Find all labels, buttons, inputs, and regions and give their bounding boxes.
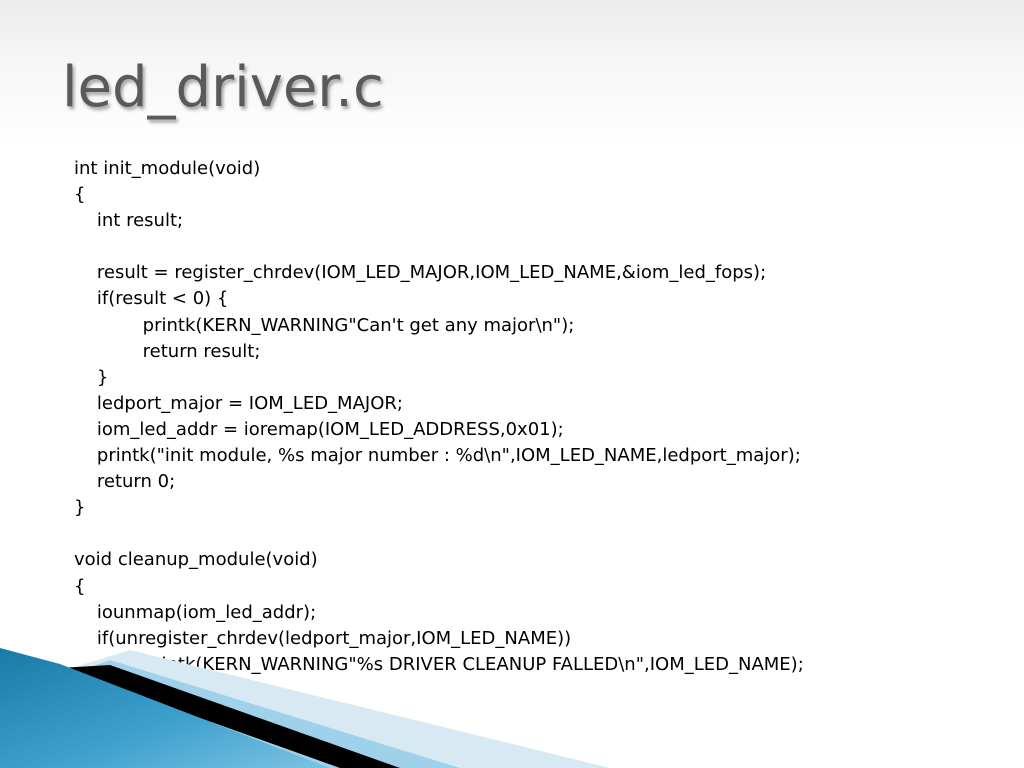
code-line: void cleanup_module(void) xyxy=(74,549,318,571)
code-line: int result; xyxy=(74,210,184,232)
code-line: } xyxy=(74,679,86,701)
code-block: int init_module(void) { int result; resu… xyxy=(74,156,974,704)
slide-title: led_driver.c xyxy=(62,55,384,120)
code-line: ledport_major = IOM_LED_MAJOR; xyxy=(74,392,403,414)
code-line: printk(KERN_WARNING"%s DRIVER CLEANUP FA… xyxy=(74,653,804,675)
code-line: iom_led_addr = ioremap(IOM_LED_ADDRESS,0… xyxy=(74,418,564,440)
code-line: result = register_chrdev(IOM_LED_MAJOR,I… xyxy=(74,262,767,284)
code-line: } xyxy=(74,497,86,519)
code-line xyxy=(74,521,974,547)
code-line: if(result < 0) { xyxy=(74,288,229,310)
slide-header-band xyxy=(0,0,1024,150)
code-line: } xyxy=(74,366,109,388)
code-line: int init_module(void) xyxy=(74,158,261,179)
code-line: { xyxy=(74,184,86,206)
code-line: printk("init module, %s major number : %… xyxy=(74,445,801,467)
code-line: printk(KERN_WARNING"Can't get any major\… xyxy=(74,314,575,336)
code-line: { xyxy=(74,575,86,597)
code-line: return 0; xyxy=(74,471,176,493)
code-line: iounmap(iom_led_addr); xyxy=(74,601,317,623)
code-line: if(unregister_chrdev(ledport_major,IOM_L… xyxy=(74,627,572,649)
code-line: return result; xyxy=(74,340,261,362)
code-line xyxy=(74,234,974,260)
